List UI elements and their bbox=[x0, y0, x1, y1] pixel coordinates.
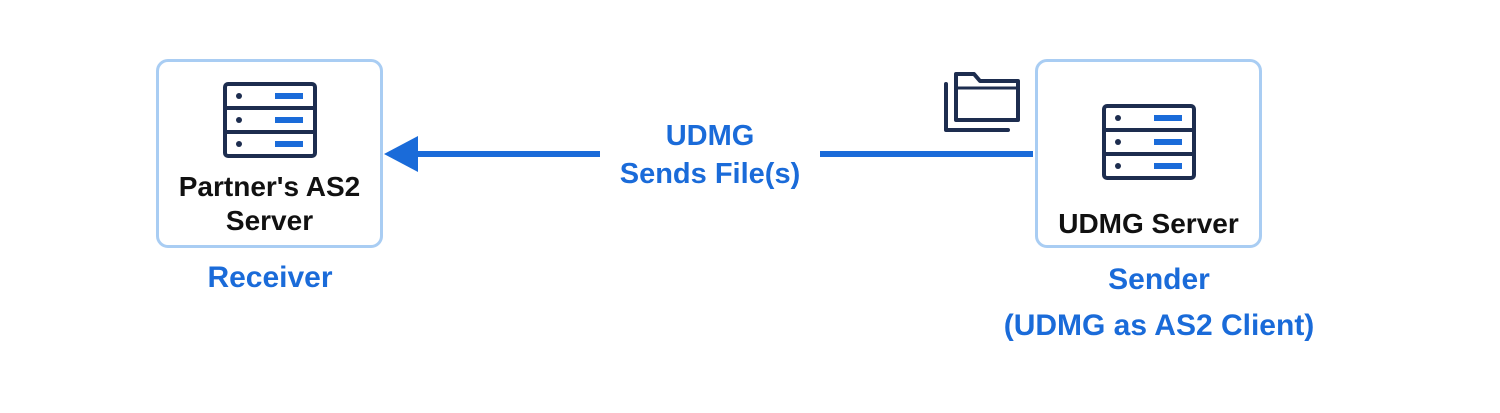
flow-label: UDMG Sends File(s) bbox=[600, 117, 820, 193]
folder-icon bbox=[944, 72, 1020, 132]
flow-label-line1: UDMG bbox=[665, 120, 755, 152]
sender-role-line2: (UDMG as AS2 Client) bbox=[1003, 309, 1315, 342]
server-icon bbox=[1102, 104, 1196, 180]
sender-server-box: UDMG Server bbox=[1035, 59, 1262, 248]
flow-label-line2: Sends File(s) bbox=[619, 158, 801, 190]
receiver-server-name: Partner's AS2 Server bbox=[159, 170, 380, 238]
receiver-server-name-line1: Partner's AS2 bbox=[178, 171, 361, 202]
receiver-server-name-line2: Server bbox=[225, 205, 314, 236]
sender-role-line1: Sender bbox=[1108, 263, 1210, 296]
sender-server-name: UDMG Server bbox=[1058, 208, 1239, 239]
sender-role-label: Sender (UDMG as AS2 Client) bbox=[950, 257, 1368, 349]
receiver-role-label: Receiver bbox=[207, 261, 333, 294]
server-icon bbox=[223, 82, 317, 158]
receiver-server-box: Partner's AS2 Server bbox=[156, 59, 383, 248]
flow-arrowhead bbox=[384, 136, 418, 172]
